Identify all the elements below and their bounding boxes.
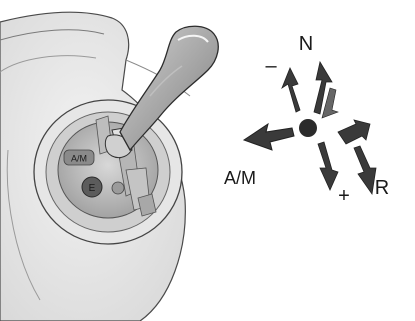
label-neutral: N: [299, 33, 313, 55]
gate-label-e: E: [89, 183, 96, 194]
label-reverse: R: [375, 177, 389, 199]
arrow-left-icon: [244, 124, 294, 150]
gate-label-am: A/M: [71, 154, 87, 164]
economy-button: E: [82, 177, 102, 197]
lever-pivot: [112, 182, 124, 194]
center-point-icon: [299, 119, 317, 137]
label-auto-manual: A/M: [224, 168, 256, 188]
shift-pattern: N – A/M + R: [224, 33, 389, 207]
auto-manual-gate-label: A/M: [64, 150, 94, 165]
arrow-up-icon: [282, 68, 300, 112]
label-minus: –: [265, 55, 277, 77]
label-plus: +: [338, 185, 350, 207]
reverse-arrow-icon: [338, 120, 370, 144]
arrow-down-icon: [318, 142, 338, 190]
